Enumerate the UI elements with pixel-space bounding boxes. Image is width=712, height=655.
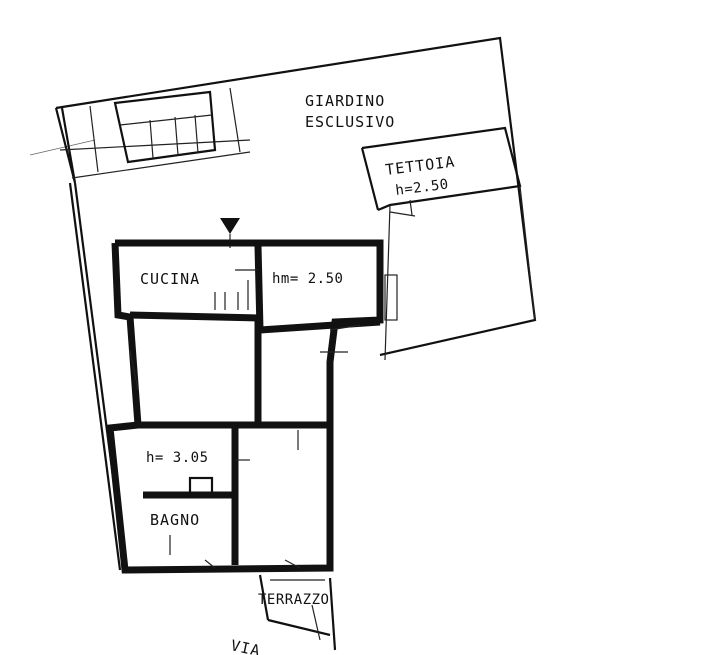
stray-line [29,139,96,156]
canopy-height-label: h=2.50 [395,177,450,199]
house-walls [106,239,384,574]
kitchen-height-label: hm= 2.50 [272,271,343,287]
terrace-label: TERRAZZO [258,592,329,608]
boundary-wall-structure [89,87,241,173]
bathroom-label: BAGNO [150,511,200,529]
room-height-label: h= 3.05 [146,450,209,466]
garden-boundary [54,36,537,571]
doors-and-fixtures [129,269,361,569]
garden-label-line1: GIARDINO [305,92,385,110]
canopy-area [360,126,536,361]
terrace-area [258,574,337,651]
garden-label-line2: ESCLUSIVO [305,113,395,131]
kitchen-label: CUCINA [140,270,200,288]
street-label: VIA [229,636,262,655]
canopy-label: TETTOIA [384,153,456,179]
